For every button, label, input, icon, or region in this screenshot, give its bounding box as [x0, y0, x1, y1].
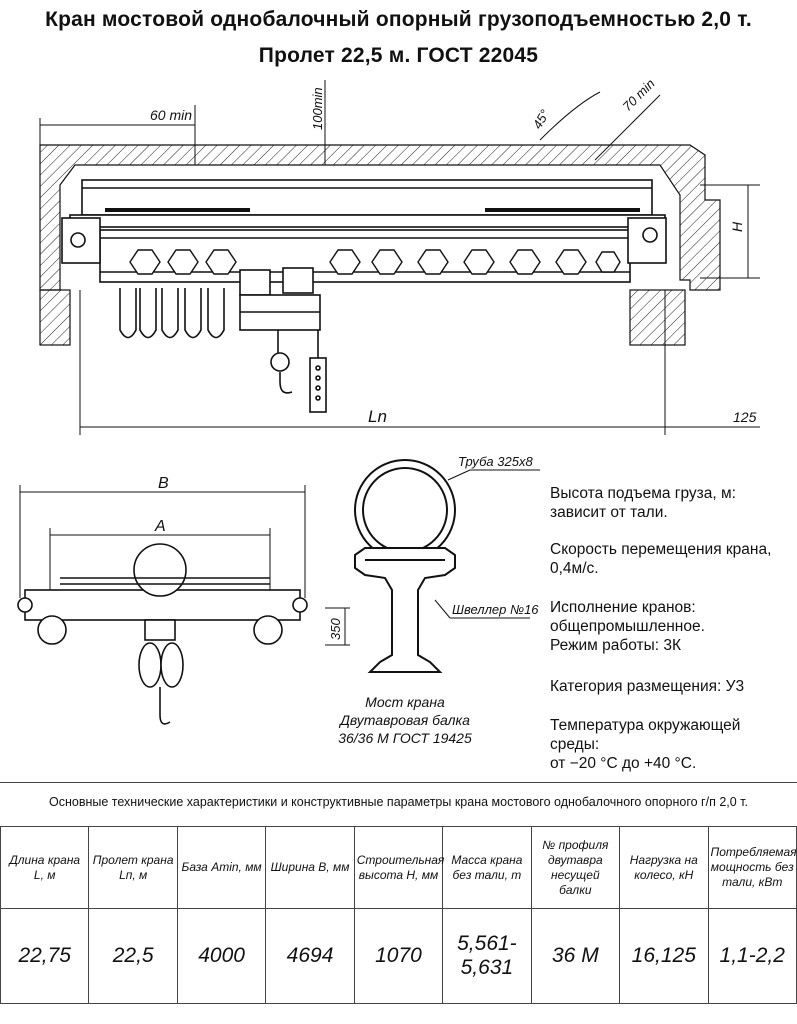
- dim-70min-label: 70 min: [620, 76, 658, 114]
- crane-drawing: 60 min 100min 45° 70 min H Ln 125 B A 35…: [17, 76, 760, 725]
- header-width: Ширина В, мм: [265, 826, 355, 909]
- table-row: 22,75 22,5 4000 4694 1070 5,561-5,631 36…: [0, 908, 797, 1004]
- header-profile: № профиля двутавра несущей балки: [530, 826, 621, 909]
- header-span: Пролет крана Lп, м: [88, 826, 178, 909]
- table-header-row: Длина крана L, м Пролет крана Lп, м База…: [0, 826, 797, 909]
- header-base: База Аmin, мм: [176, 826, 267, 909]
- caption-line-3: 36/36 М ГОСТ 19425: [338, 730, 472, 746]
- cell-base: 4000: [176, 908, 267, 1004]
- cell-power: 1,1-2,2: [707, 908, 797, 1004]
- dim-125-label: 125: [733, 409, 757, 425]
- dim-ln-label: Ln: [368, 407, 387, 426]
- spec-line: среды:: [550, 736, 600, 753]
- dim-60min-label: 60 min: [150, 107, 192, 123]
- cell-profile: 36 М: [530, 908, 621, 1004]
- spec-line: Исполнение кранов:: [550, 599, 696, 616]
- specs-table: Длина крана L, м Пролет крана Lп, м База…: [0, 826, 797, 1004]
- header-mass: Масса крана без тали, т: [442, 826, 532, 909]
- ceiling-structure: [39, 144, 721, 346]
- pipe-label: Труба 325х8: [458, 454, 533, 469]
- dimension-lines: [39, 80, 760, 435]
- cell-wheel-load: 16,125: [619, 908, 709, 1004]
- spec-line: зависит от тали.: [550, 504, 668, 521]
- festoon-cables: [119, 288, 225, 339]
- cell-height: 1070: [353, 908, 444, 1004]
- spec-line: от −20 °С до +40 °С.: [550, 755, 697, 772]
- header-power: Потребляемая мощность без тали, кВт: [707, 826, 797, 909]
- channel-label: Швеллер №16: [452, 602, 539, 617]
- header-wheel-load: Нагрузка на колесо, кН: [619, 826, 709, 909]
- spec-block-temperature: Температура окружающей среды: от −20 °С …: [550, 716, 740, 773]
- beam-cross-section: [354, 459, 456, 673]
- spec-line: Высота подъема груза, м:: [550, 485, 736, 502]
- dim-b-label: B: [158, 475, 169, 492]
- dim-100min-label: 100min: [310, 87, 325, 130]
- cell-span: 22,5: [88, 908, 178, 1004]
- spec-line: Категория размещения: У3: [550, 678, 745, 695]
- spec-line: Режим работы: 3К: [550, 637, 681, 654]
- spec-block-category: Категория размещения: У3: [550, 677, 744, 696]
- spec-line: общепромышленное.: [550, 618, 705, 635]
- bridge-caption: Мост крана Двутавровая балка 36/36 М ГОС…: [330, 693, 480, 747]
- spec-block-execution: Исполнение кранов: общепромышленное. Реж…: [550, 598, 705, 655]
- drawing-title-line-2: Пролет 22,5 м. ГОСТ 22045: [258, 44, 539, 67]
- spec-line: Температура окружающей: [550, 717, 741, 734]
- dim-45-label: 45°: [530, 107, 553, 132]
- dim-350-label: 350: [328, 618, 343, 640]
- spec-block-lift-height: Высота подъема груза, м: зависит от тали…: [550, 484, 736, 522]
- cell-width: 4694: [265, 908, 355, 1004]
- electric-hoist: [239, 267, 327, 413]
- spec-line: 0,4м/с.: [550, 560, 599, 577]
- cell-mass: 5,561-5,631: [442, 908, 532, 1004]
- dim-a-label: A: [154, 518, 166, 535]
- header-length: Длина крана L, м: [0, 826, 90, 909]
- drawing-title-line-1: Кран мостовой однобалочный опорный грузо…: [45, 8, 752, 31]
- table-section-border: [0, 782, 797, 783]
- girder-hexagon-row: [129, 249, 621, 275]
- spec-line: Скорость перемещения крана,: [550, 541, 772, 558]
- cell-length: 22,75: [0, 908, 90, 1004]
- header-height: Строительная высота Н, мм: [353, 826, 444, 909]
- leader-lines: [434, 469, 540, 619]
- spec-block-speed: Скорость перемещения крана, 0,4м/с.: [550, 540, 771, 578]
- caption-line-2: Двутавровая балка: [340, 712, 470, 728]
- side-view: [17, 485, 350, 725]
- caption-line-1: Мост крана: [365, 694, 445, 710]
- table-title: Основные технические характеристики и ко…: [49, 795, 748, 809]
- dim-h-label: H: [729, 221, 745, 232]
